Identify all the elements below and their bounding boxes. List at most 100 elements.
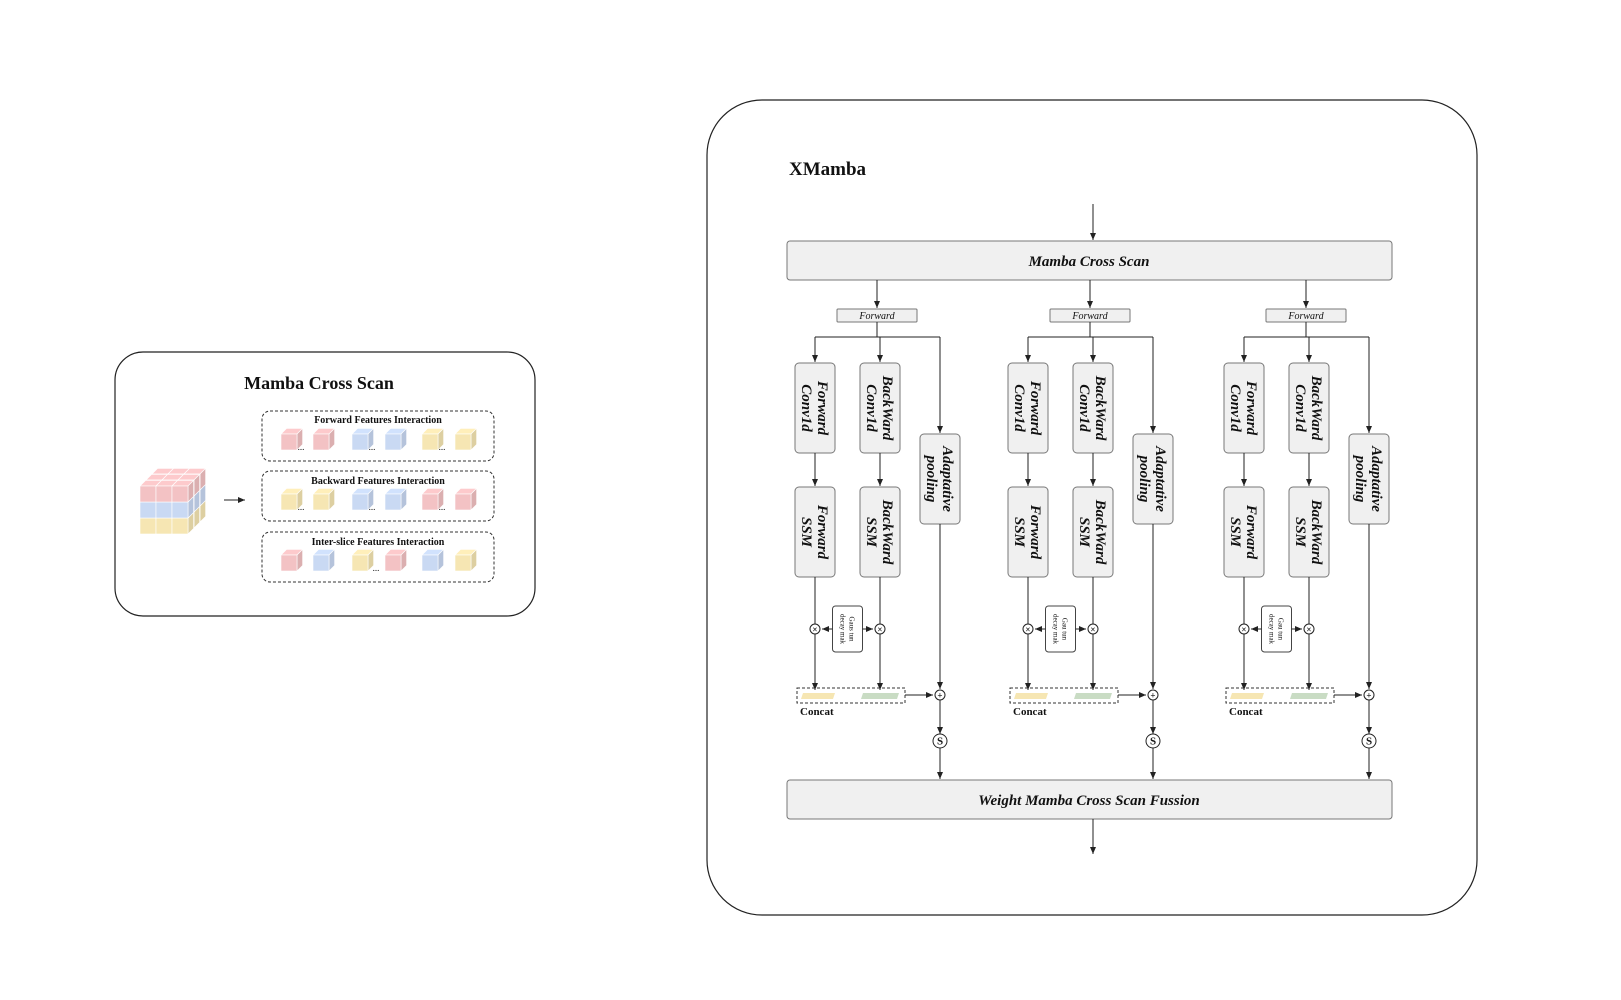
ellipsis-text: ... xyxy=(373,563,380,573)
forward-conv1d-block-line: Conv1d xyxy=(798,384,814,432)
gate-box xyxy=(1261,605,1292,653)
forward-label: Forward xyxy=(1265,308,1347,323)
concat-segment-backward xyxy=(861,693,899,699)
sigmoid-node-symbol: S xyxy=(1150,736,1156,748)
right-panel-title: XMamba xyxy=(789,159,867,180)
forward-ssm-block-line: SSM xyxy=(1011,517,1027,548)
feature-cube xyxy=(421,487,445,511)
ellipsis-text: ... xyxy=(439,442,446,452)
backward-ssm-block-line: SSM xyxy=(863,517,879,548)
interaction-row-1: Backward Features Interaction ......... xyxy=(261,470,495,522)
interaction-row-2: Inter-slice Features Interaction ... xyxy=(261,531,495,583)
weight-fusion-block: Weight Mamba Cross Scan Fussion xyxy=(786,779,1393,820)
backward-ssm-block-line: BackWard xyxy=(879,499,895,565)
forward-conv1d-block: ForwardConv1d xyxy=(794,362,836,454)
forward-conv1d-block-label: ForwardConv1d xyxy=(1011,380,1043,436)
ellipsis-text: ... xyxy=(439,502,446,512)
adaptive-pooling-block-line: Adaptative xyxy=(1368,445,1384,512)
gate-label-line: decay mak xyxy=(1268,614,1276,645)
gate-label-line: Gau tun xyxy=(1061,618,1069,641)
adaptive-pooling-block-line: pooling xyxy=(1136,454,1152,503)
gate-label-line: Gaus tun xyxy=(848,616,856,642)
forward-ssm-block-line: Forward xyxy=(1243,504,1259,560)
multiply-node-symbol: × xyxy=(1025,625,1030,635)
multiply-node: × xyxy=(1303,623,1315,635)
gaussian-decay-mask-block: Gau tundecay mak xyxy=(1261,605,1292,653)
feature-cube xyxy=(171,479,195,503)
ellipsis-text: ... xyxy=(369,502,376,512)
forward-ssm-block-label: ForwardSSM xyxy=(798,504,830,560)
row-cubes: ... xyxy=(280,548,478,573)
mamba-cross-scan-panel: Mamba Cross Scan Forward Features Intera… xyxy=(114,351,536,617)
forward-ssm-block-line: SSM xyxy=(1227,517,1243,548)
backward-ssm-block-line: SSM xyxy=(1292,517,1308,548)
forward-conv1d-block-label: ForwardConv1d xyxy=(798,380,830,436)
forward-conv1d-block-line: Conv1d xyxy=(1011,384,1027,432)
backward-conv1d-block-label: BackWardConv1d xyxy=(863,375,895,441)
gaussian-decay-mask-block: Gau tundecay mak xyxy=(1045,605,1076,653)
forward-conv1d-block-line: Forward xyxy=(1243,380,1259,436)
backward-ssm-block-line: SSM xyxy=(1076,517,1092,548)
bottom-block-label: Weight Mamba Cross Scan Fussion xyxy=(978,793,1199,809)
gate-label-line: decay mak xyxy=(839,614,847,645)
multiply-node-symbol: × xyxy=(1241,625,1246,635)
feature-cube xyxy=(351,487,375,511)
concat-segment-backward xyxy=(1290,693,1328,699)
backward-conv1d-block-line: Conv1d xyxy=(1292,384,1308,432)
backward-conv1d-block: BackWardConv1d xyxy=(1288,362,1330,454)
feature-cube xyxy=(384,427,408,451)
feature-cube xyxy=(384,548,408,572)
gate-label-line: Gau tun xyxy=(1277,618,1285,641)
multiply-node-symbol: × xyxy=(877,625,882,635)
adaptive-pooling-block-line: pooling xyxy=(1352,454,1368,503)
row-label: Backward Features Interaction xyxy=(311,476,445,487)
feature-cube xyxy=(384,487,408,511)
forward-ssm-block-label: ForwardSSM xyxy=(1227,504,1259,560)
adaptive-pooling-block: Adaptativepooling xyxy=(919,433,961,525)
adaptive-pooling-block-line: Adaptative xyxy=(1152,445,1168,512)
multiply-node: × xyxy=(1022,623,1034,635)
forward-label: Forward xyxy=(836,308,918,323)
concat-block: Concat xyxy=(1009,687,1119,718)
adaptive-pooling-block-label: Adaptativepooling xyxy=(1352,445,1384,512)
feature-cube xyxy=(280,548,304,572)
backward-ssm-block-label: BackWardSSM xyxy=(863,499,895,565)
feature-cube xyxy=(421,548,445,572)
sigmoid-node: S xyxy=(932,733,948,749)
ellipsis-text: ... xyxy=(298,442,305,452)
add-node: + xyxy=(1147,689,1159,701)
backward-conv1d-block-label: BackWardConv1d xyxy=(1076,375,1108,441)
forward-ssm-block-line: Forward xyxy=(1027,504,1043,560)
row-cubes: ......... xyxy=(280,427,478,452)
forward-conv1d-block-label: ForwardConv1d xyxy=(1227,380,1259,436)
forward-conv1d-block-line: Forward xyxy=(1027,380,1043,436)
feature-cube xyxy=(280,427,304,451)
forward-conv1d-block-line: Conv1d xyxy=(1227,384,1243,432)
forward-ssm-block-line: SSM xyxy=(798,517,814,548)
gate-label: Gau tundecay mak xyxy=(1268,614,1285,645)
top-block-label: Mamba Cross Scan xyxy=(1028,254,1150,270)
concat-label: Concat xyxy=(1013,706,1047,718)
sigmoid-node-symbol: S xyxy=(937,736,943,748)
forward-ssm-block-label: ForwardSSM xyxy=(1011,504,1043,560)
adaptive-pooling-block-line: pooling xyxy=(923,454,939,503)
feature-cube xyxy=(312,427,336,451)
gaussian-decay-mask-block: Gaus tundecay mak xyxy=(832,605,863,653)
sigmoid-node-symbol: S xyxy=(1366,736,1372,748)
concat-segment-forward xyxy=(1230,693,1264,699)
row-label: Forward Features Interaction xyxy=(314,415,442,426)
feature-cube xyxy=(351,548,375,572)
backward-conv1d-block-line: BackWard xyxy=(1092,375,1108,441)
feature-cube xyxy=(421,427,445,451)
backward-ssm-block: BackWardSSM xyxy=(859,486,901,578)
backward-ssm-block: BackWardSSM xyxy=(1288,486,1330,578)
backward-conv1d-block: BackWardConv1d xyxy=(859,362,901,454)
concat-segment-backward xyxy=(1074,693,1112,699)
backward-conv1d-block: BackWardConv1d xyxy=(1072,362,1114,454)
input-volume-cube xyxy=(139,467,207,535)
multiply-node: × xyxy=(809,623,821,635)
row-label: Inter-slice Features Interaction xyxy=(312,537,445,548)
